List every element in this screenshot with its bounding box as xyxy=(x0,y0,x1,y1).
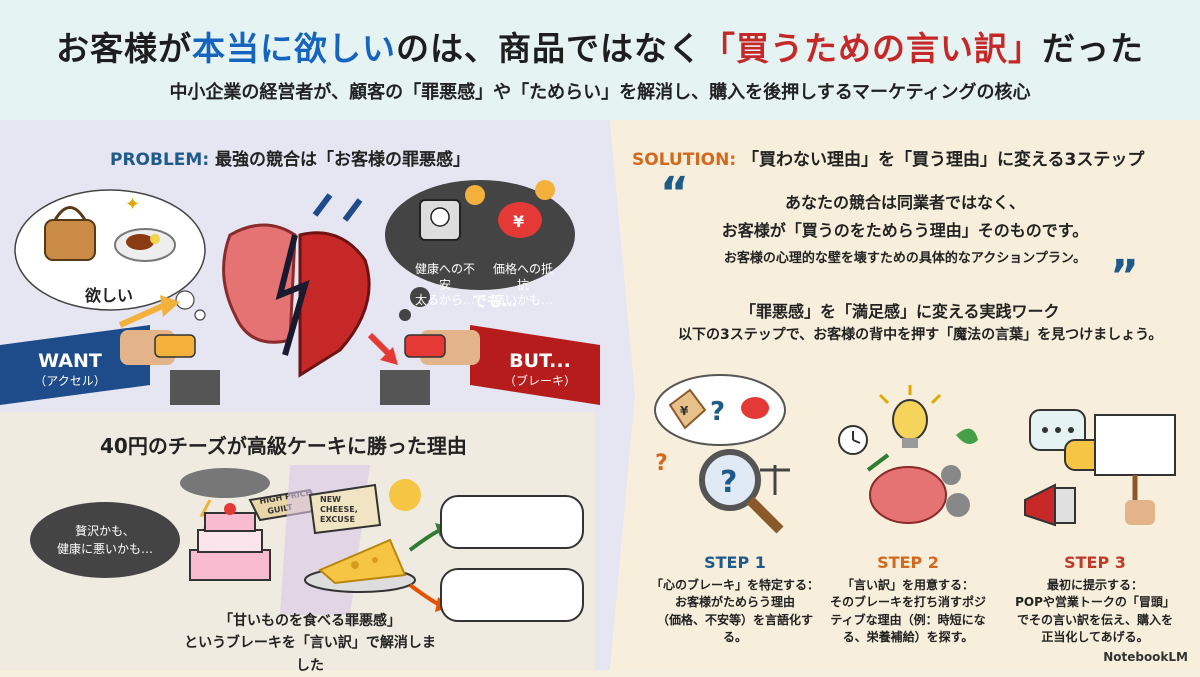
solution-title: SOLUTION: 「買わない理由」を「買う理由」に変える3ステップ xyxy=(632,145,1144,170)
step2-illustration xyxy=(838,385,978,524)
story-caption-line2: というブレーキを「言い訳」で解消しました xyxy=(184,635,436,674)
svg-text:¥: ¥ xyxy=(513,212,524,231)
want-label-text: WANT xyxy=(38,350,102,372)
quote-line-3: お客様の心理的な壁を壊すための具体的なアクションプラン。 xyxy=(723,251,1087,266)
result-box-lower xyxy=(440,568,584,622)
problem-title-text: 最強の競合は「お客様の罪悪感」 xyxy=(215,150,471,170)
step2-body: 「言い訳」を用意する： そのブレーキを打ち消すポジ ティブな理由（例：時短にな … xyxy=(829,578,986,645)
quote-line-1: あなたの競合は同業者ではなく、 xyxy=(784,193,1025,212)
close-quote-icon: ” xyxy=(1110,251,1139,302)
demo-text: でも… xyxy=(472,292,518,310)
step3-illustration xyxy=(1024,409,1176,527)
health-worry-text: 健康への不安 太るから… xyxy=(414,262,475,308)
story-title: 40円のチーズが高級ケーキに勝った理由 xyxy=(100,434,467,458)
page-subtitle: 中小企業の経営者が、顧客の「罪悪感」や「ためらい」を解消し、購入を後押しするマー… xyxy=(169,82,1031,103)
page-title: お客様が本当に欲しいのは、商品ではなく「買うための言い訳」だった xyxy=(0,22,1200,70)
solution-tag: SOLUTION: xyxy=(632,150,737,170)
want-sub-text: （アクセル） xyxy=(34,374,106,388)
step3-body: 最初に提示する： POPや営業トークの「冒頭」 でその言い訳を伝え、購入を 正当… xyxy=(1015,578,1175,645)
problem-title: PROBLEM: 最強の競合は「お客様の罪悪感」 xyxy=(110,145,470,170)
title-highlight-2: 「買うための言い訳」 xyxy=(702,29,1042,68)
solution-title-text: 「買わない理由」を「買う理由」に変える3ステップ xyxy=(742,150,1145,170)
competitor-quote: あなたの競合は同業者ではなく、 お客様が「買うのをためらう理由」そのものです。 … xyxy=(690,183,1120,271)
open-quote-icon: “ xyxy=(660,168,689,219)
practice-subtitle: 以下の3ステップで、お客様の背中を押す「魔法の言葉」を見つけましょう。 xyxy=(678,327,1163,343)
svg-text:CHEESE,: CHEESE, xyxy=(320,505,358,514)
panel-divider xyxy=(595,120,635,670)
want-label: WANT （アクセル） xyxy=(15,350,125,389)
svg-text:¥: ¥ xyxy=(680,404,689,418)
quote-line-2: お客様が「買うのをためらう理由」そのものです。 xyxy=(721,221,1089,240)
want-bubble-text: 欲しい xyxy=(85,286,134,305)
svg-text:?: ? xyxy=(655,451,668,476)
step1-body: 「心のブレーキ」を特定する： お客様がためらう理由 （価格、不安等）を言語化する… xyxy=(650,578,819,645)
but-label: BUT... （ブレーキ） xyxy=(490,350,590,389)
step3-head: STEP 3 xyxy=(1064,553,1126,572)
want-but-illustration: ✦ ¥ xyxy=(0,180,600,405)
title-part-3: だった xyxy=(1042,29,1144,68)
but-sub-text: （ブレーキ） xyxy=(503,374,576,388)
price-worry-text: 価格への抵抗 高いかも… xyxy=(492,262,553,308)
svg-text:NEW: NEW xyxy=(320,495,341,504)
step1-head: STEP 1 xyxy=(704,553,766,572)
step1-illustration: ¥ ? ? ? xyxy=(654,374,790,534)
svg-text:?: ? xyxy=(720,465,737,500)
svg-text:EXCUSE: EXCUSE xyxy=(320,515,355,524)
story-caption-line1: 「甘いものを食べる罪悪感」 xyxy=(219,613,401,629)
title-highlight-1: 本当に欲しい xyxy=(192,29,396,68)
story-caption: 「甘いものを食べる罪悪感」というブレーキを「言い訳」で解消しました xyxy=(180,610,440,677)
problem-tag: PROBLEM: xyxy=(110,150,210,170)
step2-head: STEP 2 xyxy=(877,553,939,572)
header-band xyxy=(0,0,1200,120)
but-label-text: BUT... xyxy=(509,350,571,372)
notebooklm-logo: NotebookLM xyxy=(1103,650,1188,664)
title-part-2: のは、商品ではなく xyxy=(396,29,702,68)
result-box-upper xyxy=(440,495,584,549)
practice-title: 「罪悪感」を「満足感」に変える実践ワーク xyxy=(740,302,1060,321)
svg-text:?: ? xyxy=(710,397,725,427)
title-part-1: お客様が xyxy=(56,29,192,68)
svg-text:✦: ✦ xyxy=(125,194,140,215)
dark-bubble-text: 贅沢かも、 健康に悪いかも… xyxy=(56,524,153,556)
